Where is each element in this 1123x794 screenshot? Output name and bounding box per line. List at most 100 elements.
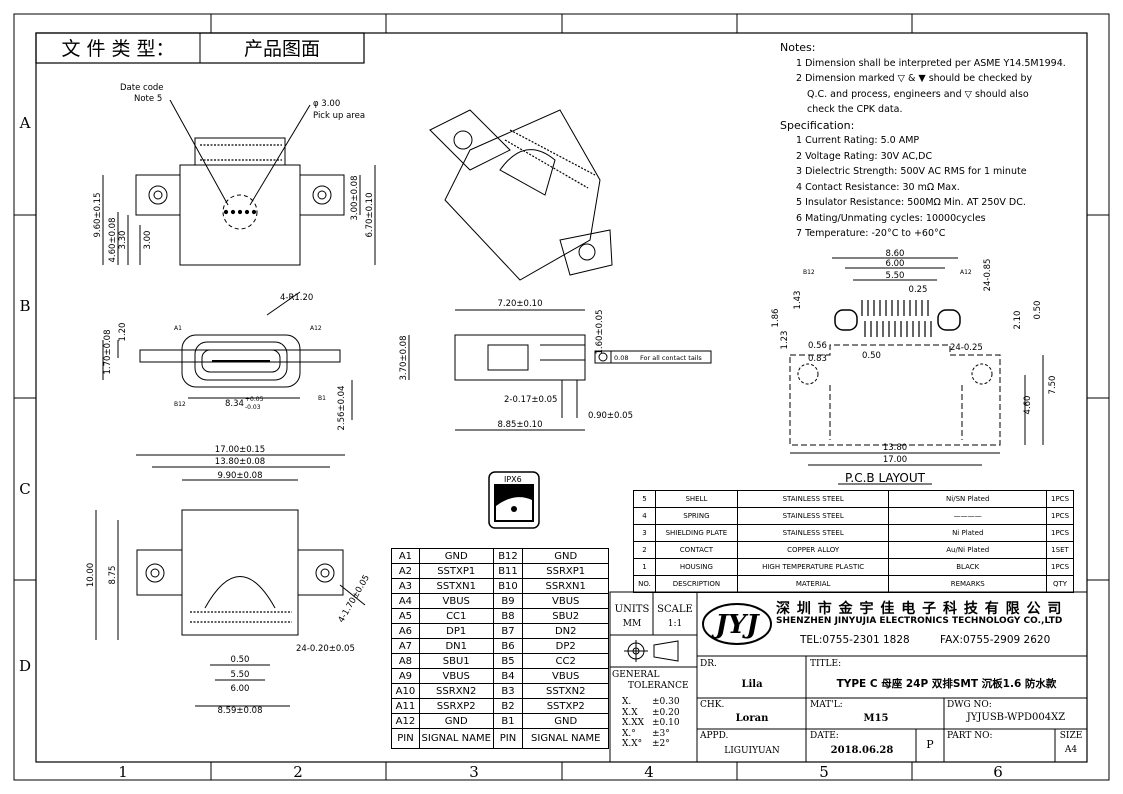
approved-label: APPD. xyxy=(700,731,729,741)
signal-name: VBUS xyxy=(418,593,494,609)
size-label: SIZE xyxy=(1059,731,1083,741)
signal-name: SSRXP2 xyxy=(418,698,494,714)
dim-17-00: 17.00±0.15 xyxy=(215,445,265,455)
dim-2-56: 2.56±0.04 xyxy=(337,386,347,431)
bom-cell: 1PCS xyxy=(1046,507,1074,525)
tolerance-list: X.±0.30 X.X±0.20 X.XX±0.10 X.°±3° X.X°±2… xyxy=(622,697,680,750)
spec-item: 3 Dielectric Strength: 500V AC RMS for 1… xyxy=(796,166,1027,177)
pcb-dim-0-50b: 0.50 xyxy=(1033,301,1043,320)
pcb-dim-13-80: 13.80 xyxy=(883,443,907,453)
pin-id: B1 xyxy=(492,713,524,729)
pin-id: A9 xyxy=(391,668,420,684)
pcb-dim-1-86: 1.86 xyxy=(771,309,781,328)
dim-0-90: 0.90±0.05 xyxy=(588,411,633,421)
signal-name: SSTXN1 xyxy=(418,578,494,594)
signal-name: SBU1 xyxy=(418,653,494,669)
pcb-dim-1-23: 1.23 xyxy=(780,331,790,350)
pickup-label: Pick up area xyxy=(313,111,365,121)
dim-10-00: 10.00 xyxy=(86,563,96,587)
signal-name: SSTXP1 xyxy=(418,563,494,579)
dim-8-85: 8.85±0.10 xyxy=(498,420,543,430)
date-code-label: Date code xyxy=(120,83,164,93)
pcb-dim-8-60: 8.60 xyxy=(886,249,905,259)
pcb-dim-5-50: 5.50 xyxy=(886,271,905,281)
signal-name: SSTXN2 xyxy=(522,683,609,699)
dim-3-00: 3.00 xyxy=(143,231,153,250)
title-label: TITLE: xyxy=(810,659,842,669)
front-view xyxy=(102,291,353,420)
pcb-a12-label: A12 xyxy=(960,269,972,276)
tol-key: X.° xyxy=(622,728,636,739)
signal-name: CC1 xyxy=(418,608,494,624)
dim-13-80: 13.80±0.08 xyxy=(215,457,265,467)
signal-name: DP1 xyxy=(418,623,494,639)
pin-id: B12 xyxy=(492,548,524,564)
bom-cell: STAINLESS STEEL xyxy=(736,507,890,525)
iso-view xyxy=(429,109,613,281)
signal-name: CC2 xyxy=(522,653,609,669)
note-item: check the CPK data. xyxy=(807,104,903,115)
pin-id: B10 xyxy=(492,578,524,594)
bom-header: QTY xyxy=(1046,575,1074,593)
pin-id: B3 xyxy=(492,683,524,699)
col-label-2: 2 xyxy=(293,763,303,781)
tol-key: X.XX xyxy=(622,718,645,728)
pin-a1-label: A1 xyxy=(174,325,182,332)
bom-cell: STAINLESS STEEL xyxy=(736,490,890,508)
pin-id: A12 xyxy=(391,713,420,729)
pin-id: A10 xyxy=(391,683,420,699)
dim-8-34-tol-up: +0.05 xyxy=(245,396,264,403)
pcb-layout-title: P.C.B LAYOUT xyxy=(845,471,926,485)
pcb-b12-label: B12 xyxy=(803,269,815,276)
tol-value: ±0.30 xyxy=(652,697,680,707)
pin-id: B8 xyxy=(492,608,524,624)
top-view xyxy=(102,99,376,266)
signal-name: DN2 xyxy=(522,623,609,639)
drawing-number-value: JYJUSB-WPD004XZ xyxy=(966,712,1066,723)
signal-name: GND xyxy=(522,713,609,729)
spec-item: 6 Mating/Unmating cycles: 10000cycles xyxy=(796,212,986,224)
doc-type-label: 文 件 类 型： xyxy=(61,38,174,60)
note-item: 2 Dimension marked ▽ & ▼ should be check… xyxy=(796,73,1033,84)
dim-4-1-70: 4-1.70±0.05 xyxy=(337,573,372,624)
bom-cell: Au/Ni Plated xyxy=(888,541,1048,559)
pin-a12-label: A12 xyxy=(310,325,322,332)
pin-id: A1 xyxy=(391,548,420,564)
part-number-label: PART NO: xyxy=(947,731,993,741)
pin-b12-label: B12 xyxy=(174,401,186,408)
col-label-6: 6 xyxy=(993,763,1003,781)
dim-8-34: 8.34 xyxy=(225,399,244,409)
bom-header: DESCRIPTION xyxy=(654,575,738,593)
pin-id: A7 xyxy=(391,638,420,654)
pin-id: B2 xyxy=(492,698,524,714)
pin-id: B9 xyxy=(492,593,524,609)
row-label-c: C xyxy=(19,480,30,498)
pcb-layout xyxy=(789,257,1044,466)
company-name-en: SHENZHEN JINYUJIA ELECTRONICS TECHNOLOGY… xyxy=(776,616,1063,626)
pcb-dim-1-43: 1.43 xyxy=(793,291,803,310)
dim-8-34-tol-dn: -0.03 xyxy=(245,404,261,411)
flatness-value: 0.08 xyxy=(614,354,628,362)
dim-6-00: 6.00 xyxy=(231,684,250,694)
bom-cell: CONTACT xyxy=(654,541,738,559)
dim-9-60: 9.60±0.15 xyxy=(93,193,103,238)
dim-0-50: 0.50 xyxy=(231,655,250,665)
scale-label: SCALE xyxy=(657,604,693,615)
drawn-label: DR. xyxy=(700,659,717,669)
date-value: 2018.06.28 xyxy=(830,745,894,756)
bom-cell: HOUSING xyxy=(654,558,738,576)
dim-1-20: 1.20 xyxy=(118,323,128,342)
bom-cell: SHIELDING PLATE xyxy=(654,524,738,542)
bom-cell: BLACK xyxy=(888,558,1048,576)
spec-item: 1 Current Rating: 5.0 AMP xyxy=(796,135,920,146)
bom-header: REMARKS xyxy=(888,575,1048,593)
spec-title: Specification: xyxy=(780,118,855,132)
pcb-dim-0-83: 0.83 xyxy=(808,354,827,364)
